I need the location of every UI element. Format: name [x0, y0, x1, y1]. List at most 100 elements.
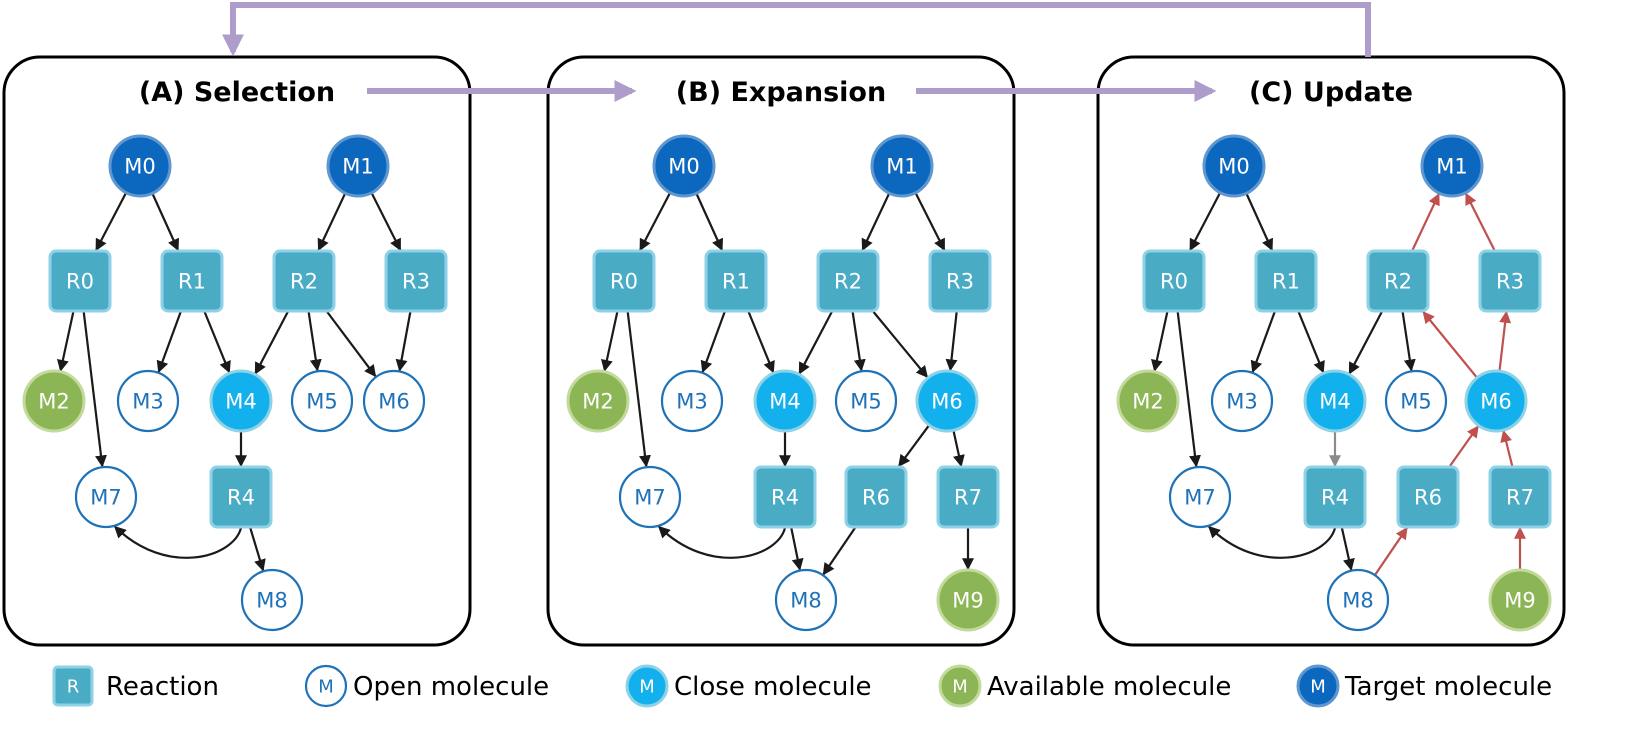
- edge-r3-m1: [1464, 192, 1496, 251]
- node-r0: R0: [592, 249, 656, 313]
- reaction-square: [704, 249, 768, 313]
- node-label: M0: [124, 155, 155, 179]
- close-molecule-circle: [753, 369, 817, 433]
- edge-m8-r6: [1374, 527, 1408, 575]
- node-m2: M2: [566, 369, 630, 433]
- node-m4: M4: [1303, 369, 1367, 433]
- open-molecule-circle: [834, 369, 898, 433]
- edge-r2-m4: [798, 311, 833, 375]
- edge-r2-m5: [1401, 311, 1416, 372]
- node-label: M1: [886, 155, 917, 179]
- reaction-square: [160, 249, 224, 313]
- node-m3: M3: [1210, 369, 1274, 433]
- node-r7: R7: [936, 465, 1000, 529]
- legend-label: Open molecule: [353, 672, 549, 702]
- target-molecule-circle: [326, 134, 390, 198]
- node-m8: M8: [774, 568, 838, 632]
- panel-title: (C) Update: [1249, 77, 1413, 108]
- reaction-square: [1396, 465, 1460, 529]
- node-label: M4: [769, 390, 800, 414]
- node-label: M3: [132, 390, 163, 414]
- edge-r0-m2: [56, 311, 75, 372]
- open-molecule-circle: [774, 568, 838, 632]
- node-m0: M0: [108, 134, 172, 198]
- node-r6: R6: [1396, 465, 1460, 529]
- node-m5: M5: [1384, 369, 1448, 433]
- node-label: M1: [1436, 155, 1467, 179]
- node-r2: R2: [1366, 249, 1430, 313]
- reaction-square: [1488, 465, 1552, 529]
- edge-m1-r2: [317, 193, 346, 252]
- open-molecule-circle: [362, 369, 426, 433]
- node-m0: M0: [652, 134, 716, 198]
- node-label: M5: [850, 390, 881, 414]
- target-molecule-circle: [1202, 134, 1266, 198]
- reaction-square: [272, 249, 336, 313]
- reaction-square: [1142, 249, 1206, 313]
- node-m4: M4: [209, 369, 273, 433]
- node-label: R1: [1272, 270, 1300, 294]
- node-m2: M2: [22, 369, 86, 433]
- node-label: M1: [342, 155, 373, 179]
- node-m8: M8: [1326, 568, 1390, 632]
- node-label: R6: [862, 486, 890, 510]
- node-label: M7: [1184, 486, 1215, 510]
- node-label: R7: [1506, 486, 1534, 510]
- target-molecule-circle: [1420, 134, 1484, 198]
- node-r1: R1: [704, 249, 768, 313]
- available-molecule-circle: [22, 369, 86, 433]
- node-r7: R7: [1488, 465, 1552, 529]
- node-m9: M9: [1488, 568, 1552, 632]
- legend-symbol-available: M: [938, 664, 982, 708]
- node-r4: R4: [753, 465, 817, 529]
- panel-expansion: (B) Expansion: [546, 55, 1016, 647]
- node-label: M6: [931, 390, 962, 414]
- node-label: R: [67, 676, 80, 697]
- reaction-square: [816, 249, 880, 313]
- edge-r1-m4: [203, 311, 231, 374]
- panel-frame: [546, 55, 1016, 647]
- node-label: M6: [1480, 390, 1511, 414]
- node-r1: R1: [160, 249, 224, 313]
- open-molecule-circle: [618, 465, 682, 529]
- edge-r1-m3: [1250, 311, 1276, 374]
- edge-r1-m3: [156, 311, 182, 374]
- panel-frame: [2, 55, 472, 647]
- reaction-square: [1303, 465, 1367, 529]
- edge-r4-m8: [249, 527, 266, 572]
- node-label: R1: [722, 270, 750, 294]
- edge-r2-m5: [307, 311, 322, 372]
- node-m7: M7: [74, 465, 138, 529]
- edge-r4-m8: [790, 527, 804, 571]
- node-label: M4: [1319, 390, 1350, 414]
- node-r0: R0: [48, 249, 112, 313]
- edge-m1-r3: [370, 193, 402, 252]
- reaction-square: [936, 465, 1000, 529]
- node-r2: R2: [816, 249, 880, 313]
- node-m7: M7: [618, 465, 682, 529]
- node-label: R6: [1414, 486, 1442, 510]
- legend-label: Close molecule: [674, 672, 872, 702]
- edge-r7-m6: [1500, 429, 1514, 467]
- node-m6: M6: [915, 369, 979, 433]
- open-molecule-circle: [1168, 465, 1232, 529]
- close-molecule-circle: [209, 369, 273, 433]
- panel-frame: [1096, 55, 1566, 647]
- node-m3: M3: [660, 369, 724, 433]
- node-label: R1: [178, 270, 206, 294]
- node-m6: M6: [1464, 369, 1528, 433]
- open-molecule-circle: [1384, 369, 1448, 433]
- close-molecule-circle: [1464, 369, 1528, 433]
- node-m3: M3: [116, 369, 180, 433]
- node-label: M5: [1400, 390, 1431, 414]
- node-m1: M1: [1420, 134, 1484, 198]
- target-molecule-circle: [1296, 664, 1340, 708]
- node-label: R3: [1496, 270, 1524, 294]
- node-r4: R4: [209, 465, 273, 529]
- available-molecule-circle: [566, 369, 630, 433]
- close-molecule-circle: [1303, 369, 1367, 433]
- edge-r2-m6: [872, 311, 929, 379]
